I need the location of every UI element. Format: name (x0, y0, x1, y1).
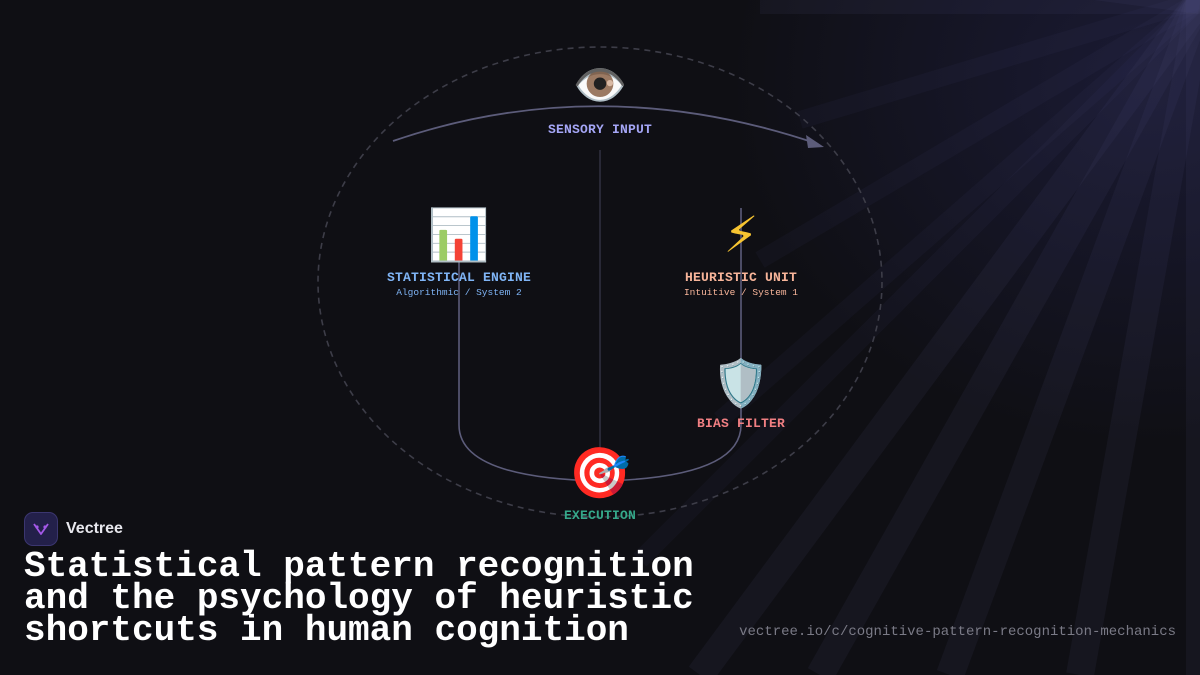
eye-icon: 👁️ (572, 60, 628, 111)
right-branch-connector (599, 208, 742, 482)
title-line: Statistical pattern recognition (24, 546, 694, 587)
node-bias-filter: 🛡️ BIAS FILTER (697, 360, 785, 431)
page-title: Statistical pattern recognition and the … (24, 546, 744, 651)
node-sublabel: Intuitive / System 1 (683, 287, 799, 298)
left-branch-connector (458, 208, 601, 482)
shield-icon: 🛡️ (712, 356, 770, 410)
top-arc-arrow (392, 105, 819, 145)
target-icon: 🎯 (568, 444, 632, 502)
node-statistical-engine: 📊 STATISTICAL ENGINE Algorithmic / Syste… (387, 210, 531, 298)
vectree-logo-icon (24, 512, 58, 546)
arrowhead (806, 135, 824, 148)
node-sensory-input: 👁️ SENSORY INPUT (547, 60, 653, 138)
node-label: HEURISTIC UNIT (684, 270, 798, 285)
node-label: BIAS FILTER (696, 416, 786, 431)
title-line: and the psychology of heuristic (24, 578, 694, 619)
node-sublabel: Algorithmic / System 2 (396, 287, 522, 298)
brand-name: Vectree (66, 520, 123, 537)
title-line: shortcuts in human cognition (24, 610, 629, 651)
node-execution: 🎯 EXECUTION (564, 448, 636, 523)
node-label: SENSORY INPUT (547, 122, 653, 137)
brand: Vectree (24, 512, 123, 546)
bar-chart-icon: 📊 (427, 206, 491, 264)
node-label: EXECUTION (563, 508, 637, 523)
page-url: vectree.io/c/cognitive-pattern-recogniti… (739, 624, 1176, 640)
lightning-icon: ⚡ (723, 206, 759, 264)
node-heuristic-unit: ⚡ HEURISTIC UNIT Intuitive / System 1 (684, 210, 798, 298)
dashed-boundary (317, 46, 883, 518)
node-label: STATISTICAL ENGINE (386, 270, 532, 285)
